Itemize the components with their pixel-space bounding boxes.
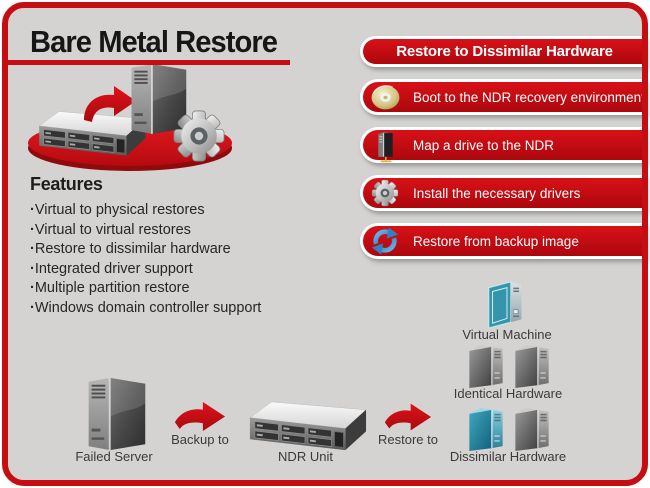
ndr-unit-icon [249,401,367,451]
hero-illustration [28,64,232,171]
failed-server-label: Failed Server [75,449,153,464]
virtual-machine-icon [488,281,523,329]
feature-item: Integrated driver support [30,260,330,280]
feature-item: Virtual to physical restores [30,201,330,221]
step-bar-boot: Boot to the NDR recovery environment [360,79,646,115]
curved-arrow-icon [84,86,136,122]
step-bar-install-drivers: Install the necessary drivers [360,175,646,211]
step-bar-map-drive: Map a drive to the NDR [360,127,646,163]
backup-arrow-label: Backup to [171,432,229,447]
dissimilar-hardware-icon [469,407,549,452]
title-underline [2,60,290,65]
step-bar-restore-backup: Restore from backup image [360,223,646,259]
feature-item: Restore to dissimilar hardware [30,240,330,260]
feature-item: Windows domain controller support [30,299,330,319]
banner-restore-dissimilar: Restore to Dissimilar Hardware [360,36,646,67]
identical-hardware-label: Identical Hardware [453,386,563,401]
ndr-unit-label: NDR Unit [278,449,333,464]
cd-icon [363,84,407,111]
dissimilar-hardware-label: Dissimilar Hardware [449,449,567,464]
features-heading: Features [30,174,103,194]
step-label: Install the necessary drivers [413,185,581,201]
virtual-machine-label: Virtual Machine [462,327,552,342]
failed-server-icon [88,377,146,451]
step-label: Map a drive to the NDR [413,137,555,153]
identical-hardware-icon [469,344,549,389]
backup-arrow-icon [174,402,226,431]
feature-item: Virtual to virtual restores [30,221,330,241]
gear-icon [363,178,407,208]
step-label: Boot to the NDR recovery environment [413,89,645,105]
step-label: Restore from backup image [413,233,579,249]
page-title: Bare Metal Restore [30,24,278,59]
restore-arrow-label: Restore to [378,432,438,447]
restore-arrow-icon [384,403,432,431]
features-list: Virtual to physical restores Virtual to … [30,201,330,318]
feature-item: Multiple partition restore [30,279,330,299]
gear-illustration [173,110,225,162]
refresh-icon [363,227,407,255]
features-section: Features Virtual to physical restores Vi… [30,174,330,318]
drive-icon [363,127,407,164]
banner-label: Restore to Dissimilar Hardware [396,43,613,60]
